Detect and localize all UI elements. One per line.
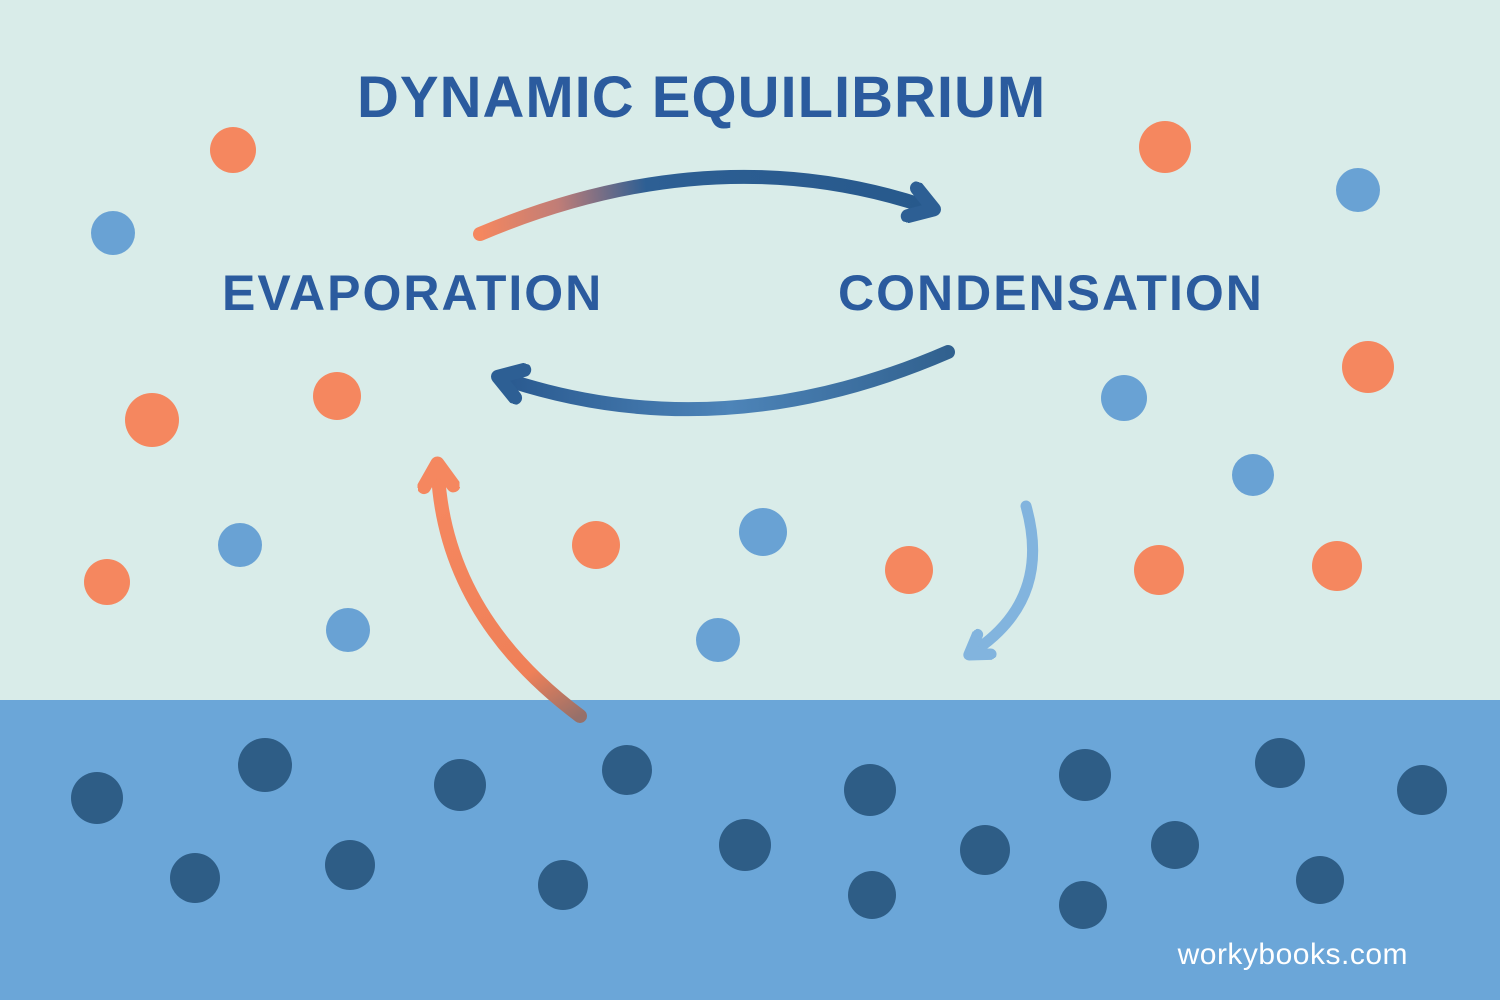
gas-particle-orange [1342, 341, 1394, 393]
liquid-particle [325, 840, 375, 890]
liquid-particle [538, 860, 588, 910]
gas-particle-blue [696, 618, 740, 662]
evaporation-label: EVAPORATION [222, 265, 604, 321]
liquid-particle [1397, 765, 1447, 815]
gas-particle-blue [218, 523, 262, 567]
watermark: workybooks.com [1177, 938, 1408, 971]
liquid-particle [1059, 881, 1107, 929]
liquid-particle [1059, 749, 1111, 801]
liquid-particle [844, 764, 896, 816]
liquid-particles-group [71, 738, 1447, 929]
liquid-particle [434, 759, 486, 811]
liquid-particle [1151, 821, 1199, 869]
gas-particle-blue [1101, 375, 1147, 421]
gas-particle-orange [313, 372, 361, 420]
liquid-particle [238, 738, 292, 792]
gas-particle-orange [1134, 545, 1184, 595]
gas-particle-orange [125, 393, 179, 447]
liquid-particle [170, 853, 220, 903]
gas-particle-blue [326, 608, 370, 652]
liquid-particle [848, 871, 896, 919]
gas-particles-group [84, 121, 1394, 662]
gas-particle-orange [210, 127, 256, 173]
evaporation-up-arrow [438, 474, 587, 723]
condensation-label: CONDENSATION [838, 265, 1264, 321]
gas-particle-blue [739, 508, 787, 556]
liquid-particle [71, 772, 123, 824]
gas-particle-orange [572, 521, 620, 569]
gas-particle-orange [1312, 541, 1362, 591]
gas-particle-orange [84, 559, 130, 605]
gas-particle-orange [885, 546, 933, 594]
gas-particle-blue [1232, 454, 1274, 496]
gas-particle-blue [91, 211, 135, 255]
liquid-particle [1296, 856, 1344, 904]
liquid-particle [960, 825, 1010, 875]
page-title: DYNAMIC EQUILIBRIUM [357, 65, 1047, 130]
liquid-particle [1255, 738, 1305, 788]
cycle-arrows-group [438, 169, 1039, 723]
condensation-to-evaporation-arrow [508, 345, 955, 417]
liquid-particle [602, 745, 652, 795]
gas-particle-blue [1336, 168, 1380, 212]
gas-particle-orange [1139, 121, 1191, 173]
evaporation-to-condensation-arrow [473, 169, 924, 241]
condensation-down-arrow [976, 500, 1039, 650]
liquid-particle [719, 819, 771, 871]
